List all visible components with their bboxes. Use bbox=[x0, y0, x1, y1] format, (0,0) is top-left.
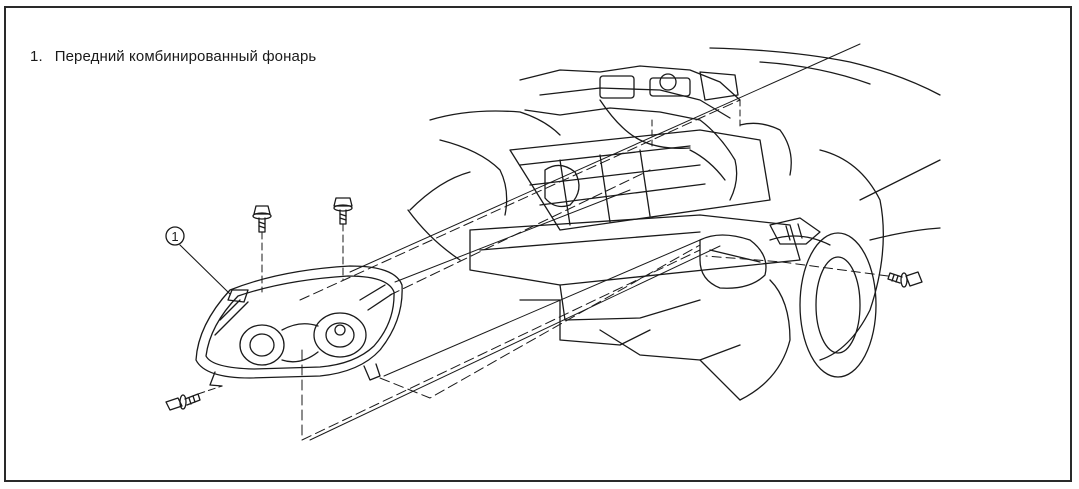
headlamp-assembly bbox=[195, 265, 403, 387]
assembly-leader-lines bbox=[197, 43, 889, 441]
legend-item-label: Передний комбинированный фонарь bbox=[54, 48, 317, 65]
diagram-frame bbox=[4, 6, 1072, 482]
callout-1-number: 1 bbox=[171, 229, 178, 244]
legend-item-1: 1. Передний комбинированный фонарь bbox=[30, 48, 316, 65]
legend-item-number: 1. bbox=[30, 48, 43, 65]
bolt-right bbox=[887, 271, 923, 288]
bolt-top-right bbox=[333, 197, 353, 225]
engine-bay-drawing bbox=[407, 47, 941, 401]
callout-1: 1 bbox=[165, 226, 231, 295]
bolt-top-left bbox=[252, 205, 272, 233]
bolt-lower-left bbox=[165, 393, 201, 411]
